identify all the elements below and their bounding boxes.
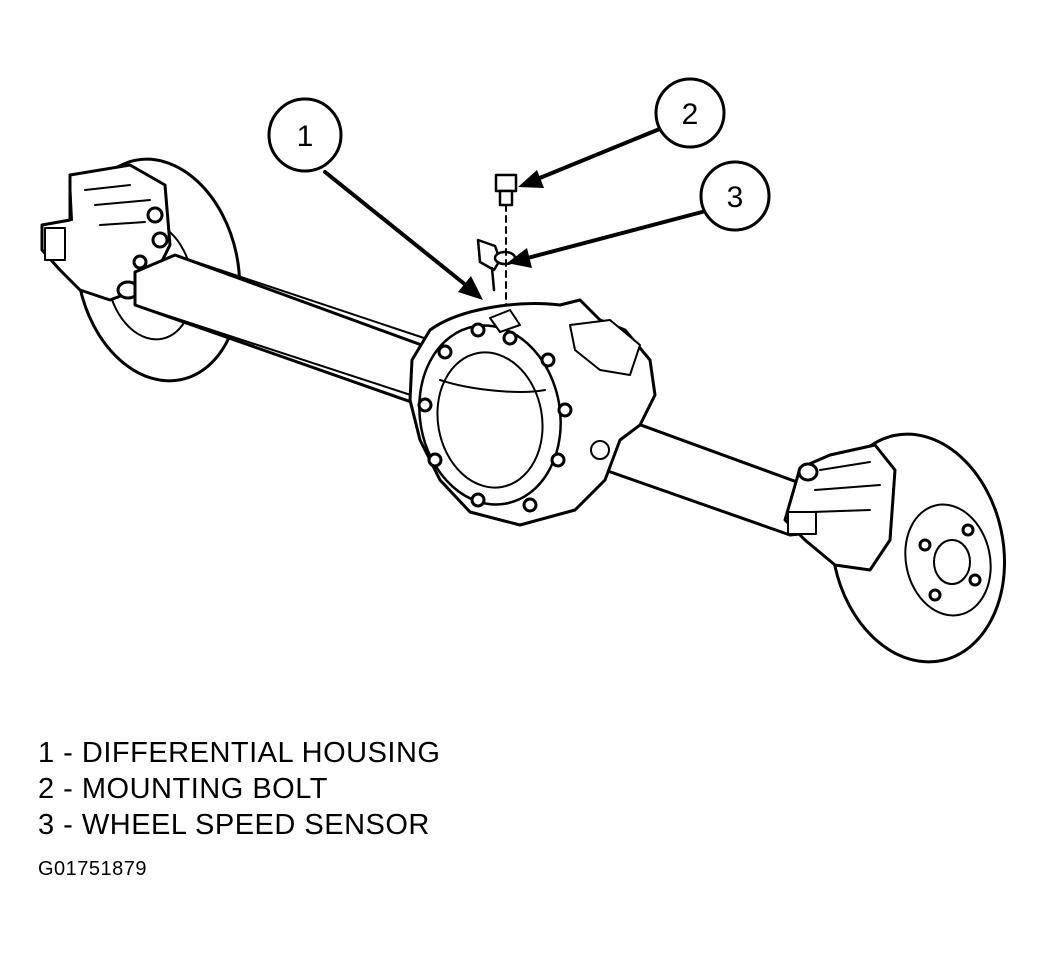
wheel-speed-sensor (476, 238, 517, 292)
mounting-bolt (494, 173, 518, 306)
legend-item-mounting-bolt: 2 - MOUNTING BOLT (38, 773, 328, 805)
callout-3-number: 3 (727, 181, 744, 214)
callout-3: 3 (699, 160, 771, 232)
right-brake-caliper (783, 443, 897, 572)
left-brake-caliper (40, 163, 172, 302)
callout-1: 1 (267, 97, 343, 173)
legend-item-wheel-speed-sensor: 3 - WHEEL SPEED SENSOR (38, 809, 430, 841)
figure-id: G01751879 (38, 858, 148, 880)
leader-arrowheads (458, 170, 544, 300)
callout-2: 2 (654, 77, 726, 149)
axle-diagram: 1 2 3 (40, 77, 1007, 664)
callout-2-number: 2 (682, 98, 699, 131)
legend: 1 - DIFFERENTIAL HOUSING 2 - MOUNTING BO… (38, 735, 440, 843)
leader-lines (323, 126, 704, 292)
differential-housing (408, 298, 657, 527)
legend-item-differential-housing: 1 - DIFFERENTIAL HOUSING (38, 737, 441, 769)
callout-1-number: 1 (297, 120, 314, 153)
